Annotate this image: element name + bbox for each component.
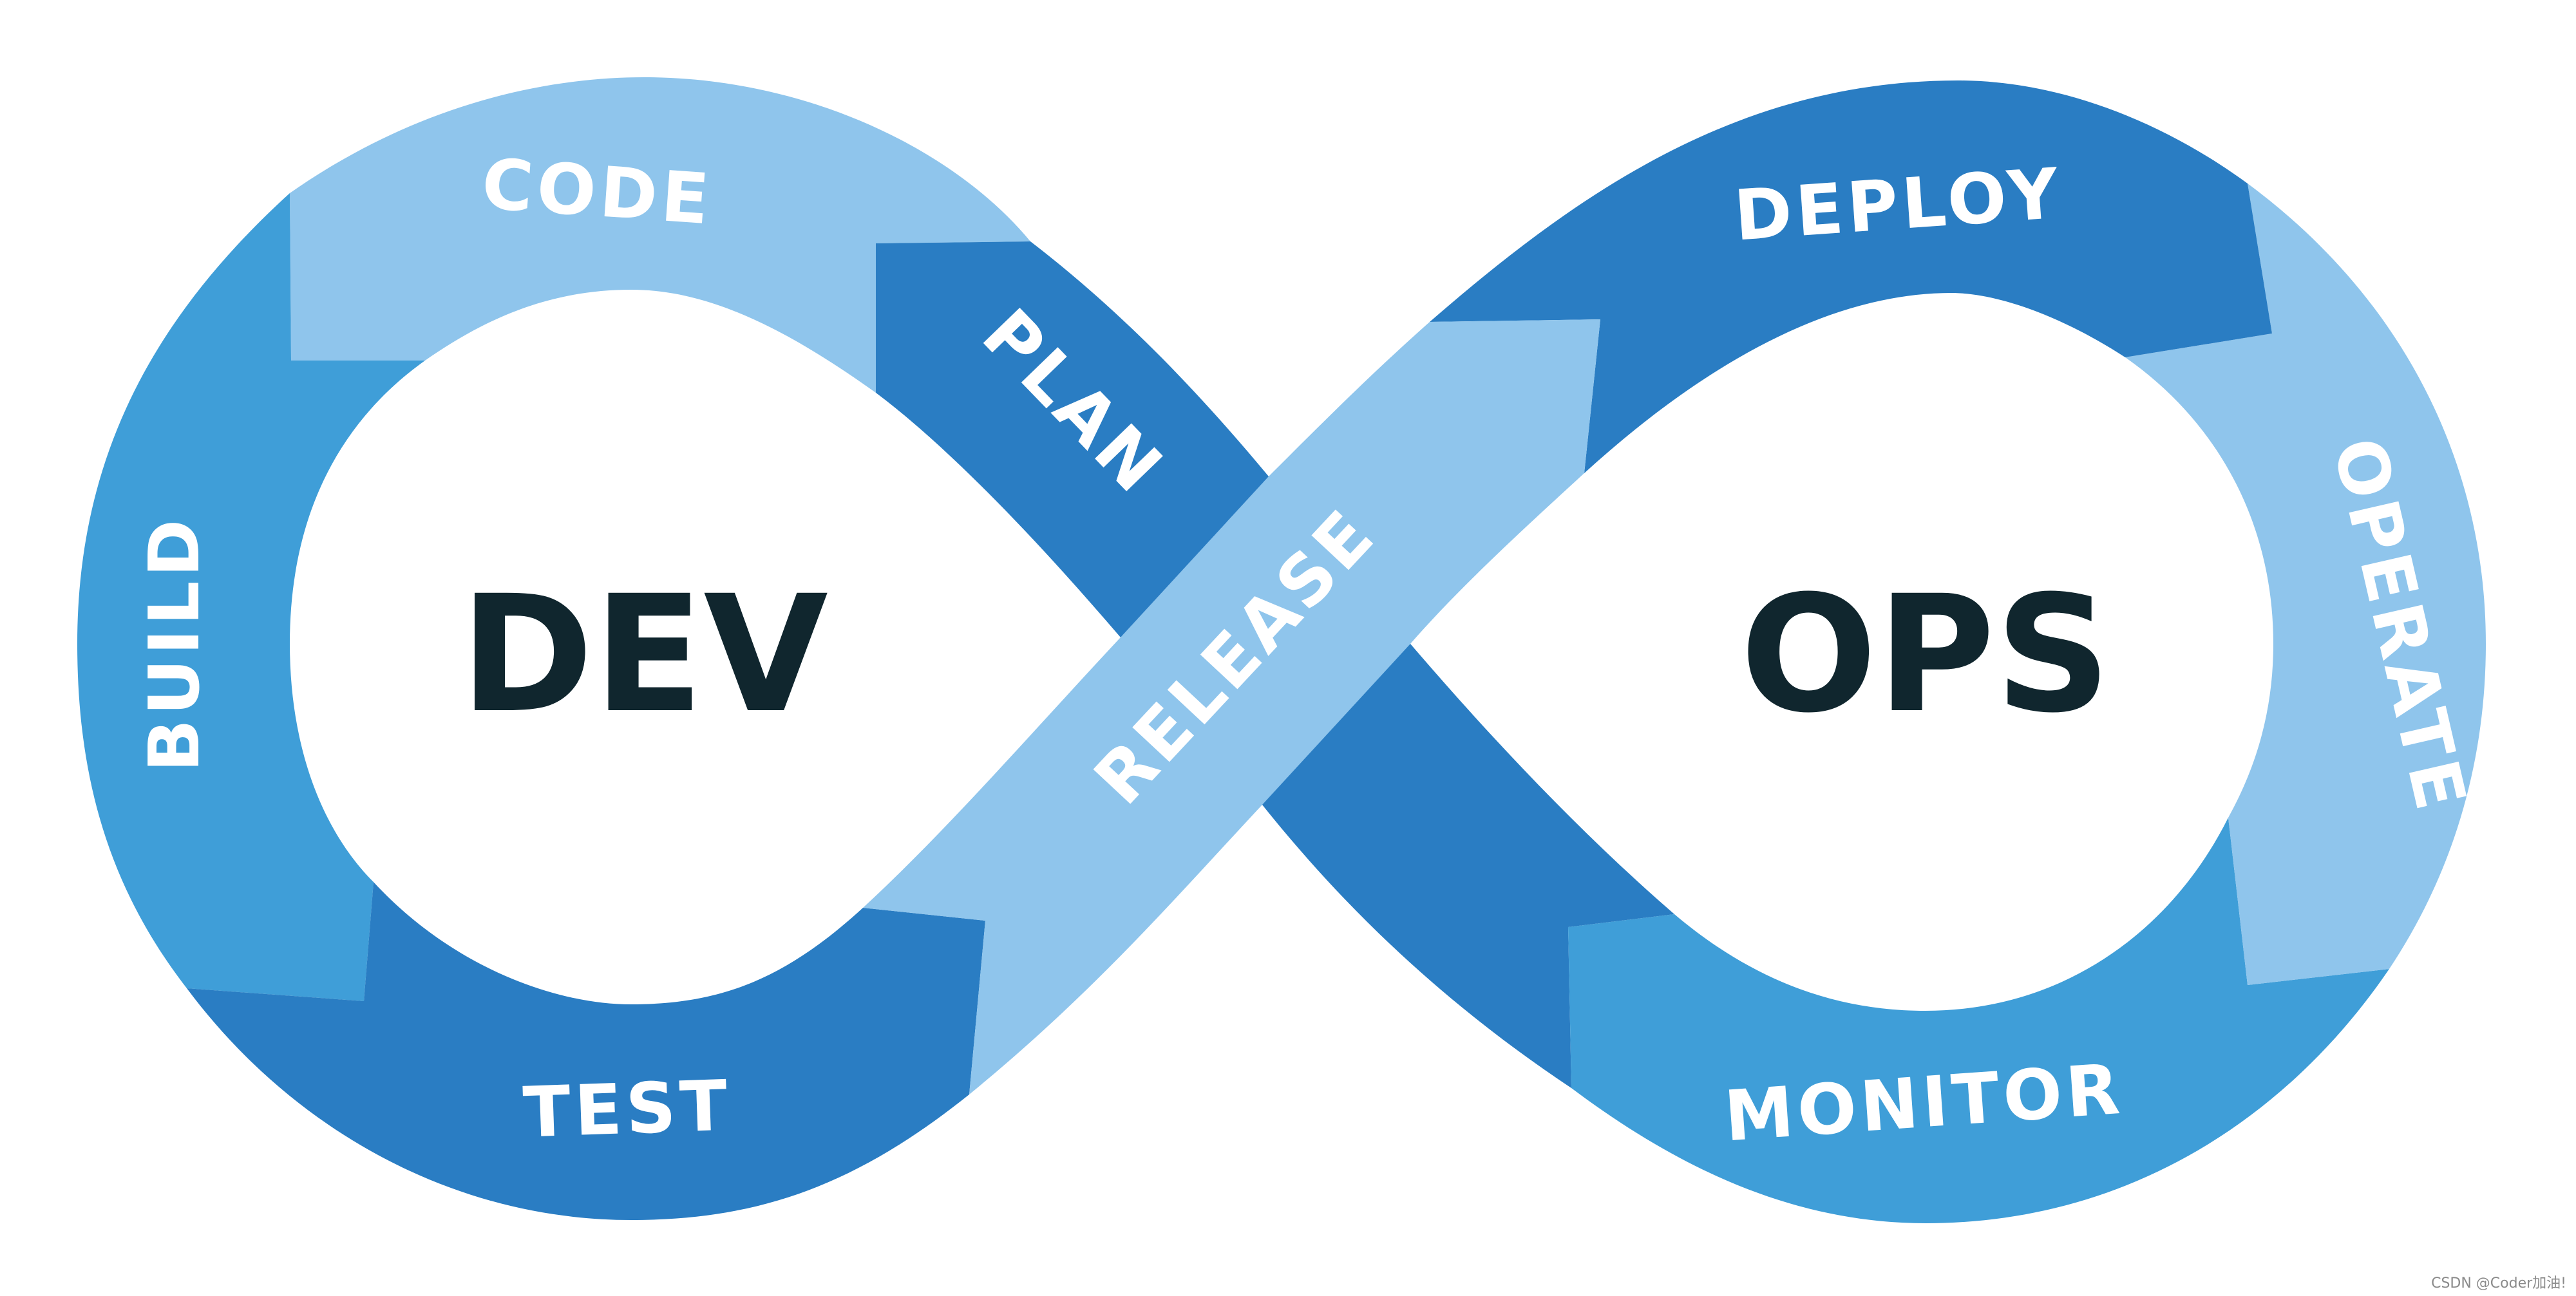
segment-code (290, 77, 1030, 393)
segment-release (863, 319, 1600, 1094)
segment-plan (876, 241, 1269, 637)
segment-test (187, 882, 985, 1220)
center-label-ops: OPS (1740, 561, 2111, 748)
segment-monitor (1568, 818, 2389, 1223)
stage-label-build: BUILD (135, 516, 215, 773)
segment-build (77, 193, 425, 1001)
segment-deploy (1430, 80, 2272, 473)
stage-label-test: TEST (522, 1066, 732, 1153)
watermark-text: CSDN @Coder加油! (2431, 1275, 2566, 1291)
center-label-dev: DEV (460, 561, 828, 748)
segment-operate (2125, 183, 2486, 985)
stage-label-code: CODE (479, 144, 715, 241)
